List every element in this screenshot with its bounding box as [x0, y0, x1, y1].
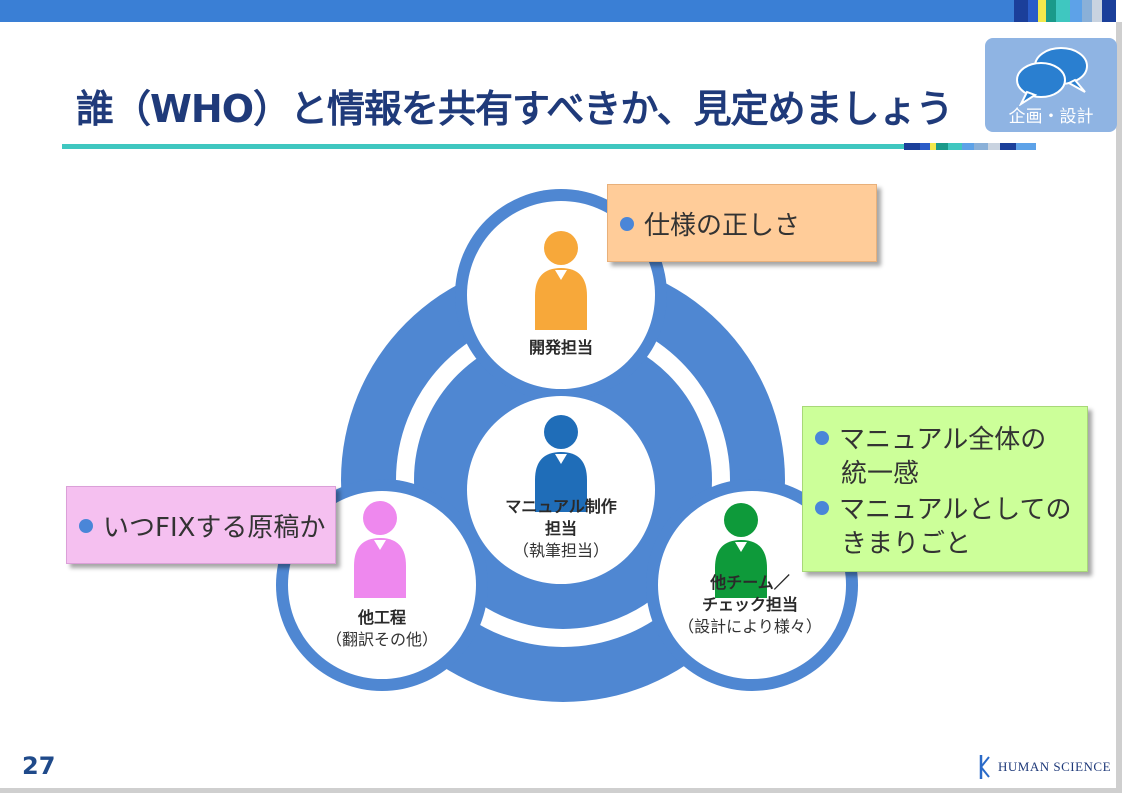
person-icon-other — [354, 501, 406, 598]
node-center-title-line2: 担当 — [544, 519, 577, 538]
node-team-label: 他チーム／ チェック担当 （設計により様々） — [660, 572, 840, 638]
node-other-label: 他工程 （翻訳その他） — [300, 607, 464, 651]
person-icon-team — [715, 503, 767, 598]
company-logo: HUMAN SCIENCE — [978, 755, 1111, 779]
node-other-sublabel: （翻訳その他） — [325, 630, 438, 649]
slide-title: 誰（WHO）と情報を共有すべきか、見定めましょう — [76, 87, 954, 131]
callout-right-item-2: マニュアルとしての きまりごと — [815, 493, 1071, 561]
bullet-icon — [815, 500, 829, 515]
callout-right-item-1: マニュアル全体の 統一感 — [815, 423, 1046, 491]
node-team-title: 他チーム／ — [710, 573, 790, 592]
callout-top-item: 仕様の正しさ — [620, 205, 800, 242]
callout-left-text: いつFIXする原稿か — [103, 513, 326, 543]
category-badge: 企画・設計 — [985, 38, 1117, 132]
person-icon-dev — [535, 231, 587, 330]
node-other-title: 他工程 — [357, 608, 406, 627]
title-underline — [62, 144, 906, 149]
speech-bubbles-icon — [1016, 47, 1088, 106]
person-icon-center — [535, 415, 587, 512]
header-bar — [0, 0, 1122, 22]
node-center-label: マニュアル制作 担当 （執筆担当） — [481, 496, 641, 562]
page-number: 27 — [22, 752, 56, 780]
slide-edge-right — [1116, 22, 1122, 793]
callout-top-text: 仕様の正しさ — [644, 211, 801, 241]
human-science-logo-icon — [979, 755, 990, 779]
bullet-icon — [815, 430, 829, 445]
title-underline-stripes — [904, 143, 1036, 150]
bullet-icon — [620, 216, 634, 231]
node-team-title-line2: チェック担当 — [701, 595, 798, 614]
callout-top: 仕様の正しさ — [607, 184, 877, 262]
callout-right-text-1a: マニュアル全体の — [839, 425, 1047, 455]
callout-right: マニュアル全体の 統一感 マニュアルとしての きまりごと — [802, 406, 1088, 572]
node-center-sublabel: （執筆担当） — [512, 541, 609, 560]
bullet-icon — [79, 518, 93, 533]
logo-text: HUMAN SCIENCE — [998, 759, 1112, 774]
callout-right-text-2b: きまりごと — [841, 529, 972, 559]
callout-left: いつFIXする原稿か — [66, 486, 336, 564]
callout-left-item: いつFIXする原稿か — [79, 507, 325, 544]
node-dev-title: 開発担当 — [528, 338, 593, 357]
node-team-sublabel: （設計により様々） — [678, 617, 822, 636]
category-badge-label: 企画・設計 — [1008, 107, 1094, 127]
header-stripes — [1014, 0, 1122, 22]
callout-right-text-2a: マニュアルとしての — [839, 495, 1072, 525]
node-center-title: マニュアル制作 — [505, 497, 617, 516]
callout-right-text-1b: 統一感 — [841, 459, 920, 489]
slide-edge-bottom — [0, 788, 1122, 793]
node-dev-label: 開発担当 — [481, 337, 641, 359]
